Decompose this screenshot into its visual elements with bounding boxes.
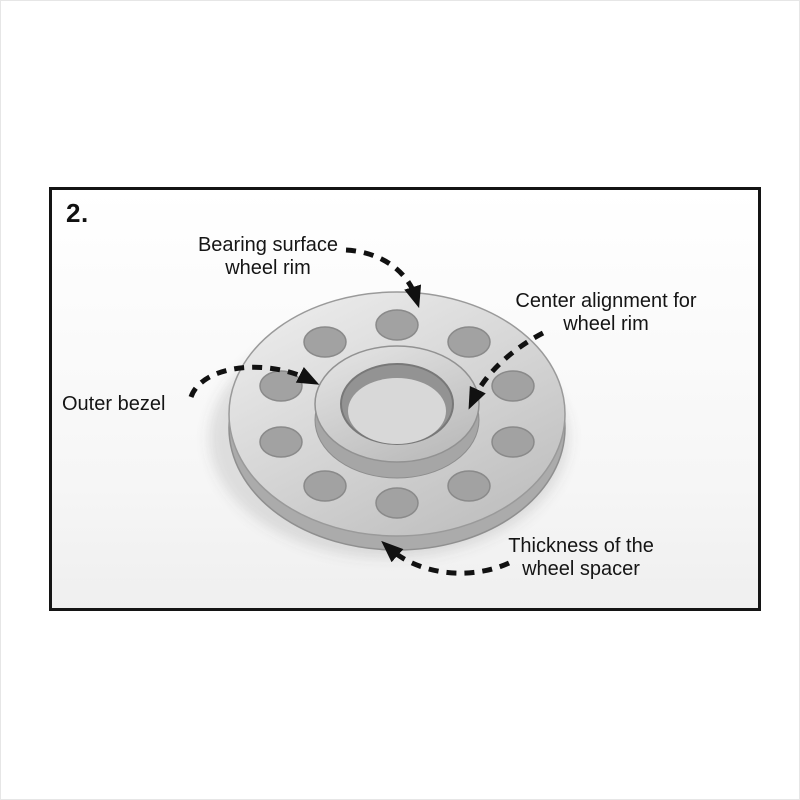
step-number: 2.: [66, 198, 89, 228]
hub-bore: [340, 363, 454, 445]
label-outer-bezel: Outer bezel: [62, 393, 166, 415]
diagram-frame: 2. Bearing surface wheel rim Center alig…: [49, 187, 761, 611]
wheel-spacer-illustration: [188, 247, 569, 576]
arrow-outer-bezel: [188, 364, 320, 399]
label-thickness: Thickness of the wheel spacer: [508, 535, 654, 581]
label-bearing-surface: Bearing surface wheel rim: [197, 234, 339, 280]
bolt-holes: [259, 309, 535, 519]
arrow-thickness: [381, 540, 511, 576]
label-center-alignment: Center alignment for wheel rim: [515, 290, 697, 336]
